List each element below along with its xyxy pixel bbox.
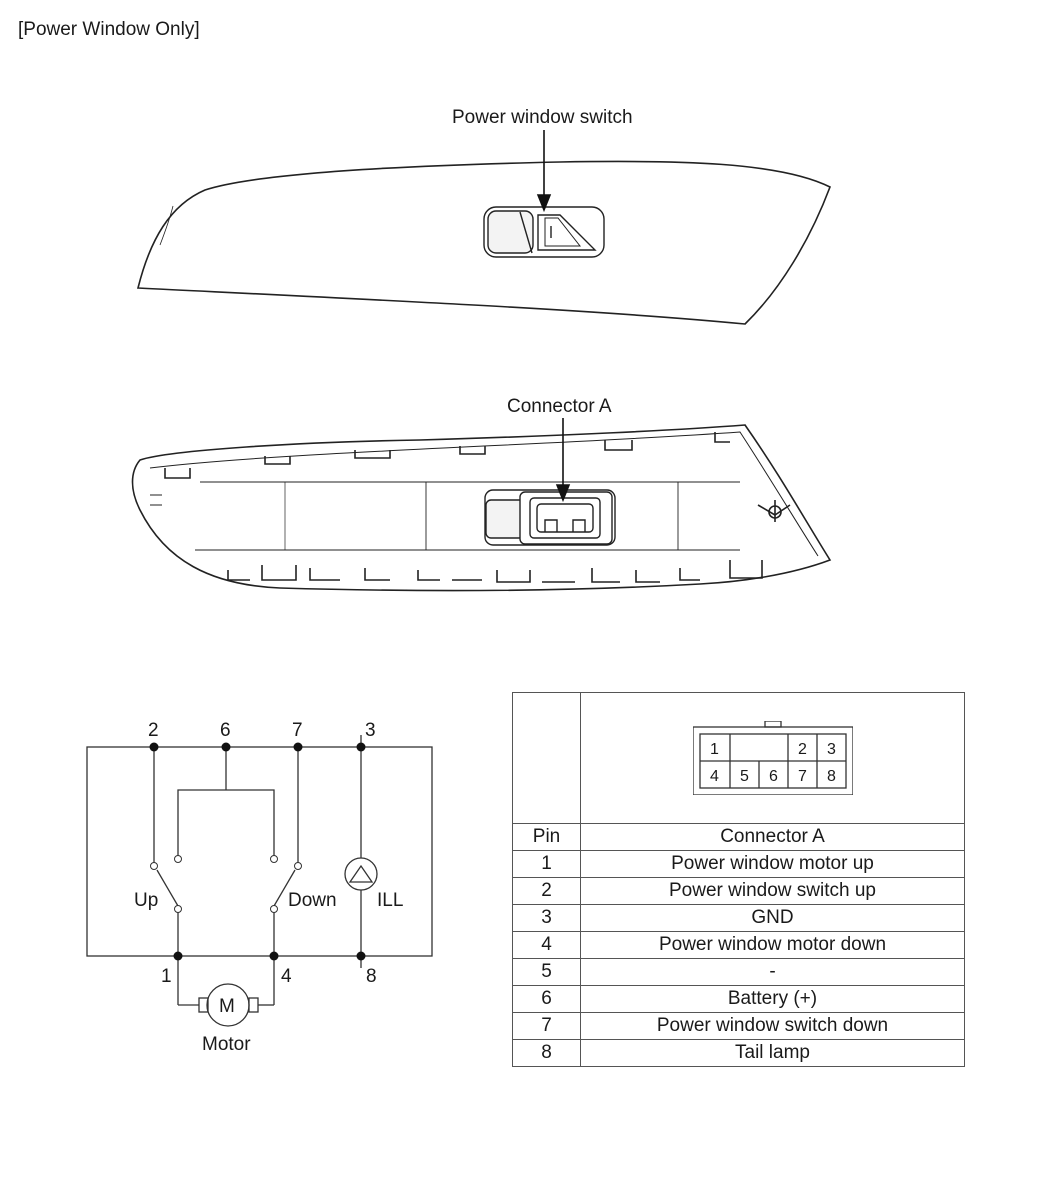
pin-number: 5 [512,958,581,986]
connector-cell-3: 3 [827,741,836,758]
pin-function: GND [580,904,965,932]
motor-label: Motor [202,1034,251,1055]
switch-body-outline [86,746,433,957]
connector-header: Connector A [580,823,965,851]
switch-callout-label: Power window switch [452,107,633,128]
pin-number: 2 [512,877,581,905]
pin-function: Power window motor down [580,931,965,959]
connector-cell-4: 4 [710,768,719,785]
pin-number: 6 [512,985,581,1013]
connector-cell-7: 7 [798,768,807,785]
power-window-switch-knob [483,206,605,258]
connector-face-diagram: 1 2 3 4 5 6 7 8 [692,721,853,795]
pin-number: 4 [512,931,581,959]
switch-panel-rear-view [131,424,832,592]
pin-label-2: 2 [148,720,159,741]
pin-number: 7 [512,1012,581,1040]
page-title: [Power Window Only] [18,19,200,40]
pin-function: - [580,958,965,986]
pin-number: 3 [512,904,581,932]
table-row: 7 Power window switch down [512,1012,965,1040]
pin-function: Tail lamp [580,1039,965,1067]
pin-label-4: 4 [281,966,292,987]
pin-header: Pin [512,823,581,851]
pin-function: Power window switch down [580,1012,965,1040]
pin-function: Power window switch up [580,877,965,905]
table-row: 2 Power window switch up [512,877,965,905]
pin-function: Power window motor up [580,850,965,878]
pin-number: 8 [512,1039,581,1067]
pin-label-1: 1 [161,966,172,987]
table-row: 4 Power window motor down [512,931,965,959]
table-row: 3 GND [512,904,965,932]
connector-callout-arrow [555,418,571,503]
connector-cell-5: 5 [740,768,749,785]
switch-panel-top-view [136,160,832,325]
pin-function: Battery (+) [580,985,965,1013]
connector-a-housing [484,489,616,546]
pin-number: 1 [512,850,581,878]
connector-cell-2: 2 [798,741,807,758]
switch-assembly-illustration [131,130,832,592]
table-row: 5 - [512,958,965,986]
connector-cell-6: 6 [769,768,778,785]
table-header-row: Pin Connector A [512,823,965,851]
connector-cell-1: 1 [710,741,719,758]
switch-up-label: Up [134,890,158,911]
motor-symbol: M [219,996,235,1017]
pin-label-8: 8 [366,966,377,987]
table-row: 8 Tail lamp [512,1039,965,1067]
connector-pin-table: 1 2 3 4 5 6 7 8 Pin Connector A [512,692,965,1067]
table-row: 1 Power window motor up [512,850,965,878]
connector-callout-label: Connector A [507,396,612,417]
table-row: 6 Battery (+) [512,985,965,1013]
pin-label-7: 7 [292,720,303,741]
connector-cell-8: 8 [827,768,836,785]
switch-down-label: Down [288,890,337,911]
connector-face-row: 1 2 3 4 5 6 7 8 [512,692,965,824]
lamp-label: ILL [377,890,403,911]
pin-label-6: 6 [220,720,231,741]
switch-callout-arrow [536,130,552,213]
pin-label-3: 3 [365,720,376,741]
